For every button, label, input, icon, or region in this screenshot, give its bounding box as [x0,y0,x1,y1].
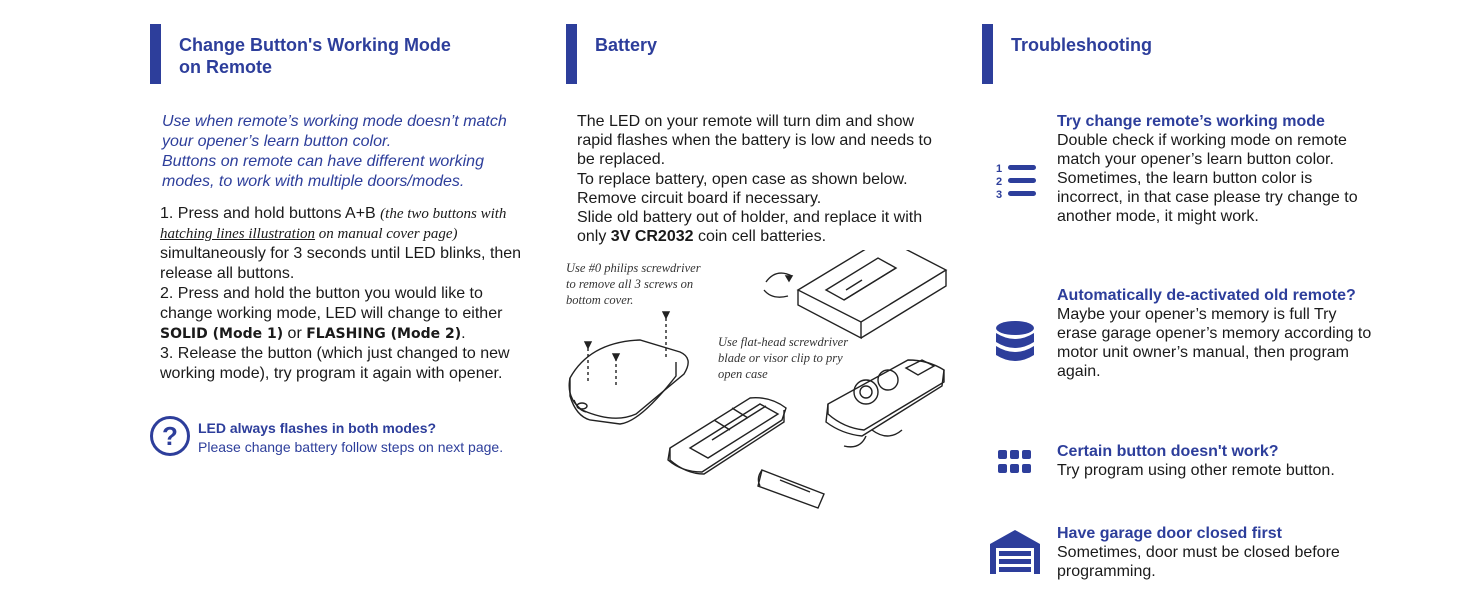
heading-line-1: Change Button's Working Mode [179,35,451,55]
step-text: simultaneously for 3 seconds until LED b… [160,245,522,282]
step-text: 1. Press and hold buttons A+B [160,205,381,222]
solid-label: SOLID [160,326,208,342]
battery-replacement-illustration: Use #0 philips screwdriver to remove all… [566,250,956,510]
troubleshooting-section: Troubleshooting 1 2 3 Try change remote’… [982,0,1382,600]
battery-instructions: The LED on your remote will turn dim and… [577,112,947,246]
step-text: 2. Press and hold the button you would l… [160,285,503,322]
battery-text: Remove circuit board if necessary. [577,189,822,207]
question-icon: ? [150,416,190,456]
back-cover-drawing [568,311,689,425]
step-1: 1. Press and hold buttons A+B (the two b… [160,204,530,284]
intro-text: Use when remote’s working mode doesn’t m… [162,112,532,192]
troubleshoot-body: Try program using other remote button. [1057,462,1335,479]
section-heading: Battery [595,35,658,55]
troubleshoot-text: Automatically de-activated old remote? M… [1057,286,1377,381]
flashing-label: FLASHING [306,326,386,342]
troubleshoot-title: Automatically de-activated old remote? [1057,287,1356,304]
troubleshoot-item: 1 2 3 Try change remote’s working mode D… [982,112,1382,252]
list-number: 3 [996,189,1002,201]
note-text: on manual cover page) [315,226,458,242]
note-line: blade or visor clip to pry [718,351,843,365]
troubleshoot-title: Have garage door closed first [1057,525,1282,542]
mode-label: (Mode 1) [207,326,284,342]
section-heading: Troubleshooting [1011,35,1152,55]
garage-door-icon [988,528,1042,574]
troubleshoot-body: Sometimes, door must be closed before pr… [1057,544,1340,580]
database-icon [988,320,1042,364]
header-accent-bar [150,24,161,84]
header-accent-bar [982,24,993,84]
heading-line-2: on Remote [179,57,273,77]
section-header: Troubleshooting [982,24,1382,84]
troubleshoot-text: Try change remote’s working mode Double … [1057,112,1377,226]
troubleshoot-title: Certain button doesn't work? [1057,443,1279,460]
intro-line: Use when remote’s working mode doesn’t m… [162,113,507,130]
open-case-drawing [825,359,945,448]
step-text: . [461,325,466,342]
note-line: Use flat-head screwdriver [718,335,849,349]
visor-clip-drawing [757,469,825,509]
remote-drawings [568,250,948,509]
note-line: Use #0 philips screwdriver [566,261,701,275]
troubleshoot-item: Automatically de-activated old remote? M… [982,286,1382,406]
troubleshoot-body: Maybe your opener’s memory is full Try e… [1057,306,1372,380]
battery-text: Slide old battery out of holder, and rep… [577,209,923,246]
step-2: 2. Press and hold the button you would l… [160,284,530,344]
pry-note: Use flat-head screwdriver blade or visor… [718,334,848,382]
troubleshoot-text: Certain button doesn't work? Try program… [1057,442,1377,480]
troubleshoot-item: Certain button doesn't work? Try program… [982,442,1382,492]
intro-line: modes, to work with multiple doors/modes… [162,173,465,190]
mode-label: (Mode 2) [385,326,462,342]
list-number: 2 [996,176,1002,188]
battery-text: coin cell batteries. [693,228,827,246]
troubleshoot-body: Double check if working mode on remote m… [1057,132,1358,225]
front-remote-drawing [667,397,787,475]
closed-remote-drawing [763,250,948,340]
note-line: open case [718,367,768,381]
step-text: or [283,325,307,342]
list-number: 1 [996,163,1002,175]
intro-line: Buttons on remote can have different wor… [162,153,484,170]
note-line: to remove all 3 screws on [566,277,694,291]
troubleshoot-title: Try change remote’s working mode [1057,113,1325,130]
intro-line: your opener’s learn button color. [162,133,392,150]
steps-list: 1. Press and hold buttons A+B (the two b… [160,204,530,384]
screwdriver-note: Use #0 philips screwdriver to remove all… [566,260,701,308]
battery-text: The LED on your remote will turn dim and… [577,113,932,169]
button-grid-icon [988,448,1042,492]
battery-type: 3V CR2032 [610,228,694,246]
question-body: Please change battery follow steps on ne… [198,439,504,455]
battery-text: To replace battery, open case as shown b… [577,170,908,188]
section-heading: Change Button's Working Mode on Remote [179,34,451,78]
note-line: bottom cover. [566,293,634,307]
section-header: Battery [566,24,956,84]
step-3: 3. Release the button (which just change… [160,345,510,382]
step-note: (the two buttons with hatching lines ill… [160,206,506,242]
section-header: Change Button's Working Mode on Remote [150,24,530,84]
working-mode-section: Change Button's Working Mode on Remote U… [150,0,530,600]
troubleshoot-item: Have garage door closed first Sometimes,… [982,524,1382,584]
numbered-list-icon: 1 2 3 [988,160,1042,204]
note-text: (the two buttons with [380,206,507,222]
question-title: LED always flashes in both modes? [198,420,437,436]
header-accent-bar [566,24,577,84]
led-question-box: ? LED always flashes in both modes? Plea… [150,414,530,460]
battery-section: Battery The LED on your remote will turn… [566,0,956,600]
note-underlined: hatching lines illustration [160,226,316,242]
troubleshoot-text: Have garage door closed first Sometimes,… [1057,524,1377,581]
